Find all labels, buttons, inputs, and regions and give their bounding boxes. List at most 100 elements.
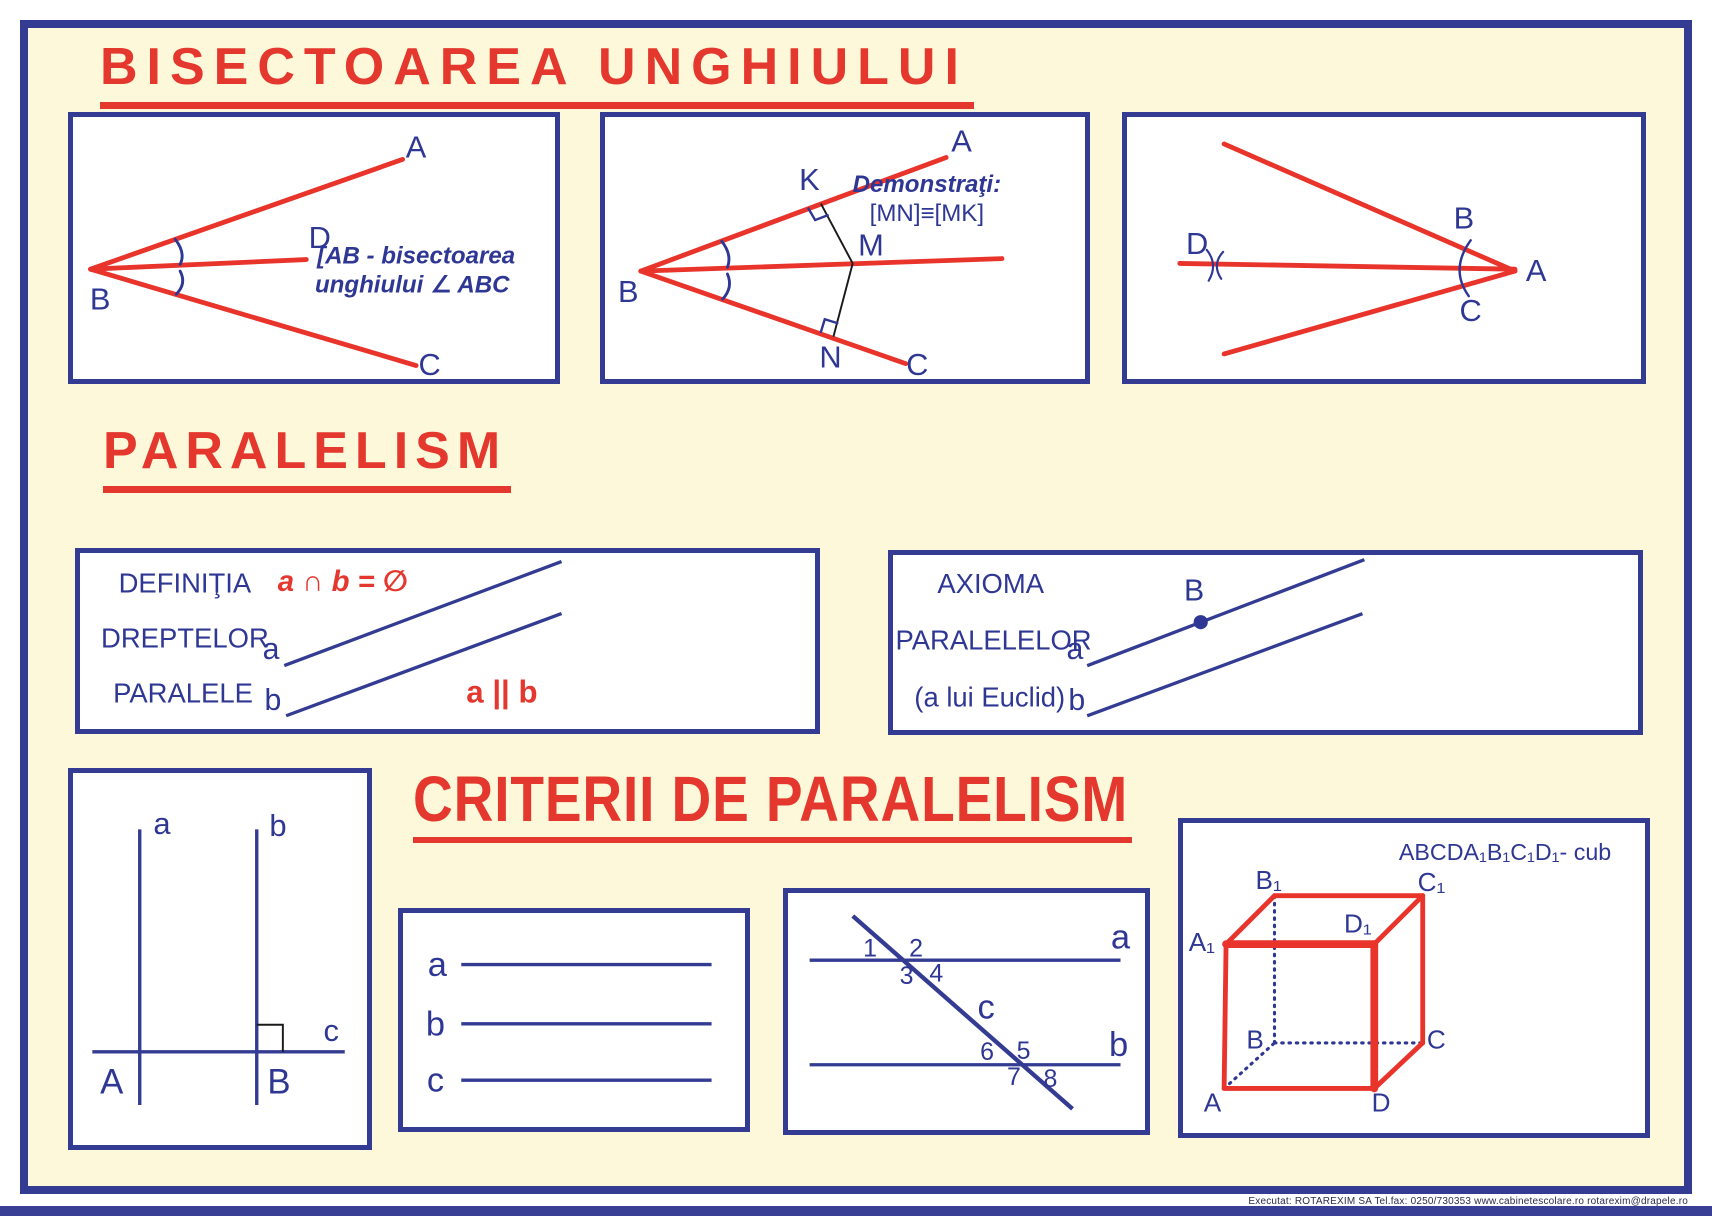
angle-arc-lower [721,272,731,301]
line-b-label: b [1068,684,1085,717]
panel-perpendicular-criterion: a b c A B [68,768,372,1150]
axiom-title-line1: AXIOMA [937,568,1044,599]
compass-mark-D-2 [1215,250,1225,280]
point-label-N: N [819,339,841,374]
vertex-A1-label: A₁ [1189,927,1215,957]
ray-BC [638,268,909,366]
right-angle-mark-N [819,317,839,334]
line-b-label: b [1109,1026,1128,1064]
right-angle-mark [256,1023,284,1052]
edge-DC [1371,1040,1426,1091]
cube-diagram: ABCDA₁B₁C₁D₁- cub A₁ B₁ C₁ D₁ A B C D [1189,839,1611,1118]
point-label-K: K [799,162,820,197]
panel-parallel-axiom: AXIOMA PARALELELOR (a lui Euclid) a b B [888,550,1643,735]
bisector-BD [88,257,309,272]
edge-AA1 [1221,941,1229,1091]
panel-bisector-definition: A B C D [AB - bisectoarea unghiului ∠ AB… [68,112,560,384]
line-a [1086,558,1365,668]
ray-upper [1221,141,1518,274]
transversal-c [851,914,1074,1111]
parallel-axiom-diagram: AXIOMA PARALELELOR (a lui Euclid) a b B [895,558,1365,718]
angle-6: 6 [980,1038,994,1066]
empty-intersection-formula: a ∩ b = ∅ [278,565,408,598]
line-a-label: a [428,946,448,984]
line-a-label: a [1066,633,1083,666]
panel-transversal-angles: a b c 1 2 3 4 5 6 7 8 [783,888,1150,1135]
bisector-BM [638,256,1005,274]
panel-bisector-construction: A B C D [1122,112,1646,384]
line-a-label: a [263,633,280,666]
parallel-definition-diagram: DEFINIŢIA DREPTELOR PARALELE a ∩ b = ∅ a… [101,559,563,718]
axiom-title-line3: (a lui Euclid) [914,681,1065,712]
vertex-D1-label: D₁ [1344,908,1372,938]
ray-BA [638,155,949,274]
angle-4: 4 [929,959,943,987]
compass-arc-BC [1458,239,1472,298]
edge-AB-hidden [1222,1041,1277,1090]
ray-BC [88,266,419,368]
edge-C1D1 [1371,893,1426,947]
angle-5: 5 [1017,1037,1031,1065]
section-title-criterii: CRITERII DE PARALELISM [413,765,1132,844]
bisector-proof-diagram: A B C K M N Demonstraţi: [MN]≡[MK] [618,124,1005,379]
panel-three-parallel-lines: a b c [398,908,750,1132]
segment-KM [820,203,854,264]
bisector-definition-diagram: A B C D [AB - bisectoarea unghiului ∠ AB… [88,129,515,379]
angle-2: 2 [909,934,923,962]
transversal-c-label: c [978,989,995,1027]
line-a-label: a [1111,919,1131,957]
line-b [285,612,563,718]
angle-arc-upper [173,237,184,266]
task-line1: Demonstraţi: [853,171,1002,198]
vertex-D-label: D [1372,1088,1391,1118]
angle-8: 8 [1044,1065,1058,1093]
definition-title-line1: DEFINIŢIA [119,568,252,599]
transversal-angles-diagram: a b c 1 2 3 4 5 6 7 8 [809,914,1131,1111]
line-c-label: c [323,1013,338,1048]
point-label-B: B [618,274,639,309]
three-parallel-lines-diagram: a b c [426,946,712,1100]
section-title-paralelism: PARALELISM [103,424,512,493]
point-B-label: B [267,1062,290,1101]
line-b-label: b [269,808,286,843]
vertex-C-label: C [1427,1025,1446,1055]
bisector-construction-diagram: A B C D [1177,141,1547,357]
point-label-D: D [309,220,331,255]
angle-1: 1 [863,934,877,962]
point-label-D: D [1186,226,1208,261]
line-b-label: b [426,1005,445,1043]
panel-bisector-proof: A B C K M N Demonstraţi: [MN]≡[MK] [600,112,1090,384]
definition-title-line3: PARALELE [113,678,253,709]
point-B-dot [1193,615,1208,630]
angle-arc-upper [720,239,731,269]
definition-title-line2: DREPTELOR [101,623,269,654]
point-label-C: C [418,347,440,379]
line-c-label: c [427,1062,444,1100]
angle-arc-lower [174,269,185,296]
point-label-A: A [951,124,972,159]
angle-3: 3 [900,962,914,990]
section-title-bisectoarea-unghiului: BISECTOAREA UNGHIULUI [100,40,974,109]
perpendicular-criterion-diagram: a b c A B [92,806,345,1106]
point-B-label: B [1184,574,1204,607]
line-a [283,559,563,668]
axiom-title-line2: PARALELELOR [895,625,1091,656]
task-line2: [MN]≡[MK] [870,200,984,227]
point-label-M: M [858,228,884,263]
cube-caption: ABCDA₁B₁C₁D₁- cub [1399,839,1611,865]
point-label-C: C [1460,293,1482,328]
bottom-bar [0,1206,1712,1216]
publisher-credits: Executat: ROTAREXIM SA Tel.fax: 0250/730… [1248,1196,1688,1207]
ray-BA [88,156,406,272]
edge-A1B1 [1223,893,1277,947]
segment-MN [832,263,854,337]
caption-line2: unghiului ∠ ABC [315,271,510,298]
point-label-B: B [90,282,111,317]
right-angle-mark-K [807,207,829,222]
angle-7: 7 [1007,1063,1021,1091]
compass-mark-D-1 [1205,248,1215,282]
line-b [1086,612,1364,718]
bisector-AD [1177,261,1518,272]
line-a-label: a [153,806,171,841]
